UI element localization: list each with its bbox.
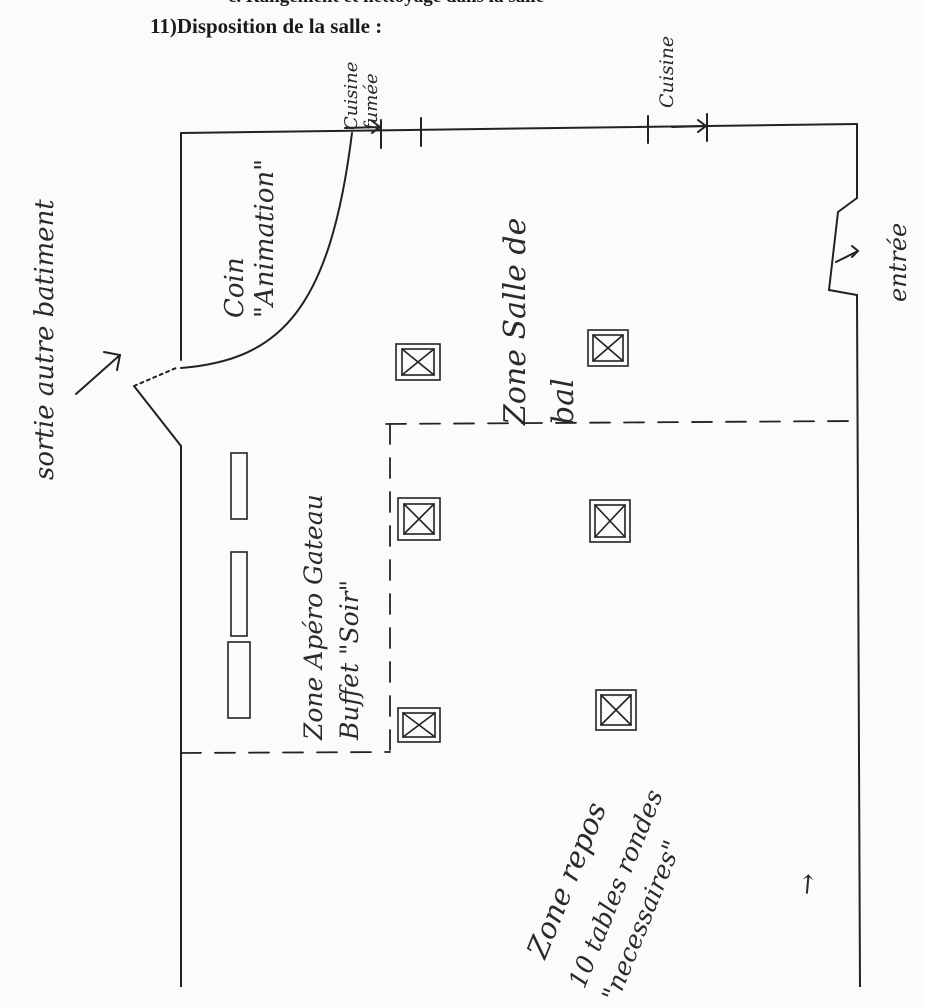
arrow-smoking-kitchen: [344, 120, 382, 134]
entrance-door: [827, 197, 858, 296]
table-2: [587, 329, 629, 367]
section-title: 11)Disposition de la salle :: [150, 14, 383, 38]
table-1: [395, 343, 441, 381]
buffet-table-2: [230, 551, 248, 637]
entrance-arrow: [835, 245, 860, 263]
table-5: [397, 707, 441, 743]
buffet-table-3: [227, 641, 251, 719]
wall-top: [180, 123, 858, 134]
previous-item-line: c. Rangement et nettoyage dans la salle: [228, 0, 544, 8]
exit-door-leaf: [133, 385, 182, 447]
exit-dotted-link: [133, 367, 177, 387]
label-kitchen: Cuisine: [656, 35, 678, 108]
arrow-kitchen: [671, 119, 708, 133]
label-zone-apero: Zone Apéro Gateau Buffet "Soir": [299, 494, 364, 740]
table-6: [595, 689, 637, 731]
label-kitchen-smoking: Cuisine fumée: [341, 61, 382, 130]
animation-corner-curve: [180, 132, 353, 369]
zone-divider-horizontal: [385, 420, 858, 425]
label-corner-animation: Coin "Animation": [220, 158, 280, 318]
table-4: [589, 499, 631, 543]
table-3: [397, 497, 441, 541]
zone-divider-bottom: [180, 751, 391, 754]
label-exit-building: sortie autre batiment: [30, 199, 60, 480]
buffet-table-1: [230, 452, 248, 520]
label-entrance: entrée: [884, 222, 912, 302]
exit-arrow: [75, 351, 122, 395]
label-zone-dance-floor: Zone Salle de bal: [498, 217, 581, 425]
wall-right-lower: [856, 294, 861, 987]
